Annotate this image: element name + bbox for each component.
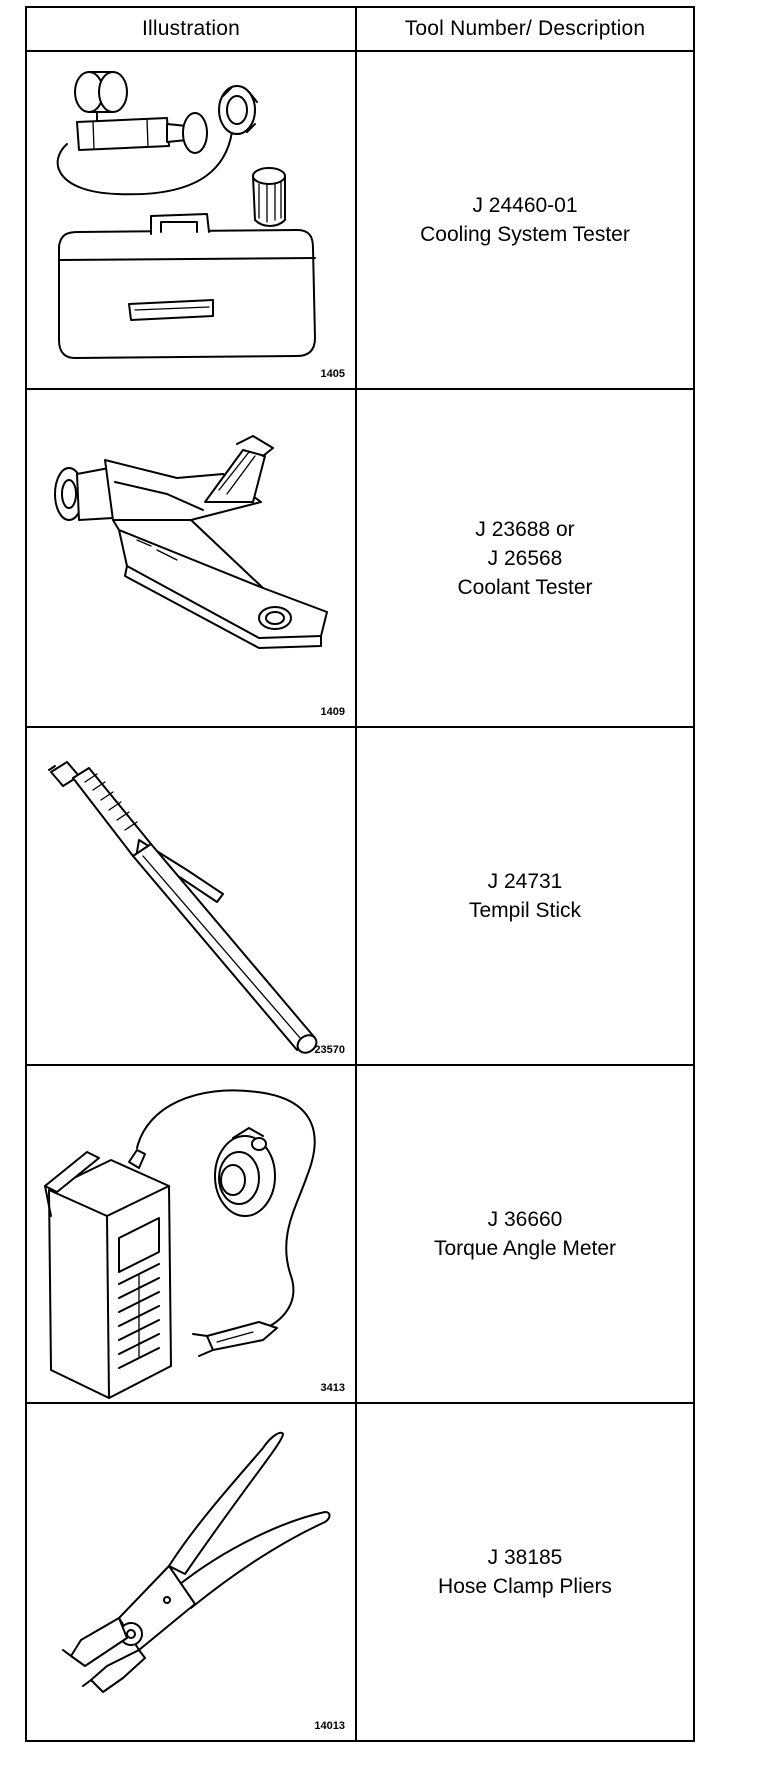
torque-angle-meter-illustration: [44, 1089, 316, 1399]
tool-number-alternate: J 26568: [487, 546, 563, 570]
tool-number: J 24731: [487, 870, 563, 893]
tool-description-cell: J 38185 Hose Clamp Pliers: [355, 1402, 695, 1742]
illustration-cell: 23570: [25, 726, 357, 1066]
figure-number: 1405: [320, 368, 345, 380]
tool-description-cell: J 24460-01 Cooling System Tester: [355, 50, 695, 390]
coolant-tester-illustration: [54, 435, 328, 649]
illustration-cell: 1409: [25, 388, 357, 728]
table-row: 1405 J 24460-01 Cooling System Tester: [25, 50, 695, 390]
tool-description: Cooling System Tester: [420, 223, 630, 246]
tool-description: Tempil Stick: [468, 899, 582, 922]
illustration-cell: 14013: [25, 1402, 357, 1742]
illustration-cell: 3413: [25, 1064, 357, 1404]
tempil-stick-illustration: [48, 761, 318, 1054]
figure-number: 1409: [320, 706, 345, 718]
tool-description-cell: J 36660 Torque Angle Meter: [355, 1064, 695, 1404]
tool-description-cell: J 24731 Tempil Stick: [355, 726, 695, 1066]
table-row: 14013 J 38185 Hose Clamp Pliers: [25, 1402, 695, 1742]
figure-number: 14013: [314, 1720, 345, 1732]
figure-number: 3413: [320, 1382, 345, 1394]
tool-number: J 36660: [487, 1208, 563, 1231]
tool-number: J 38185: [487, 1546, 563, 1569]
illustration-cell: 1405: [25, 50, 357, 390]
table-row: 3413 J 36660 Torque Angle Meter: [25, 1064, 695, 1404]
table-row: 23570 J 24731 Tempil Stick: [25, 726, 695, 1066]
tool-description-cell: J 23688 or J 26568 Coolant Tester: [355, 388, 695, 728]
figure-number: 23570: [314, 1044, 345, 1056]
header-tool-number-description: Tool Number/ Description: [355, 6, 695, 52]
table-row: 1409 J 23688 or J 26568 Coolant Tester: [25, 388, 695, 728]
cooling-system-tester-illustration: [56, 71, 316, 359]
tool-description: Hose Clamp Pliers: [438, 1575, 612, 1598]
tool-description: Torque Angle Meter: [433, 1237, 617, 1260]
tool-number: J 23688 or: [475, 517, 575, 541]
tool-description: Coolant Tester: [457, 575, 593, 599]
hose-clamp-pliers-illustration: [62, 1431, 331, 1693]
table-header-row: Illustration Tool Number/ Description: [25, 6, 695, 52]
special-tools-table: Illustration Tool Number/ Description: [25, 6, 695, 1742]
tool-number: J 24460-01: [472, 194, 578, 217]
special-tools-sheet: Illustration Tool Number/ Description: [25, 6, 695, 1742]
header-illustration: Illustration: [25, 6, 357, 52]
